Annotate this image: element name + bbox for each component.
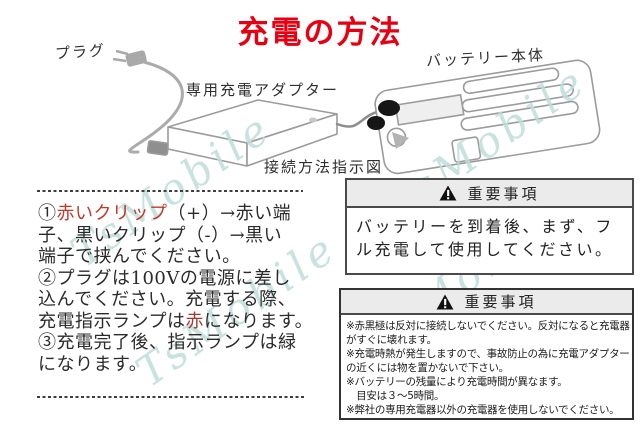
instruction-line: になります。 bbox=[38, 353, 148, 375]
instruction-line: 込んでください。充電する際、 bbox=[38, 289, 297, 310]
important-notice-box-secondary: 重要事項 ※赤黒極は反対に接続しないでください。反対になると充電器 がすぐに壊れ… bbox=[339, 288, 634, 420]
battery-clips bbox=[367, 100, 409, 149]
notice-header-label: 重要事項 bbox=[464, 293, 537, 311]
dashed-divider-bottom bbox=[37, 396, 305, 398]
warning-triangle-icon bbox=[437, 293, 454, 310]
adapter-illustration bbox=[146, 99, 338, 167]
instruction-line: ③充電完了後、指示ランプは緑 bbox=[38, 332, 297, 353]
notice-body: ※赤黒極は反対に接続しないでください。反対になると充電器 がすぐに壊れます。 ※… bbox=[346, 320, 630, 416]
instruction-line: ②プラグは100Vの電源に差し bbox=[38, 267, 291, 289]
notice-body: バッテリーを到着後、まず、フ ル充電して使用してください。 bbox=[356, 217, 614, 259]
dashed-divider-top bbox=[37, 190, 303, 192]
warning-triangle-icon bbox=[440, 185, 457, 201]
plug-label: プラグ bbox=[54, 41, 107, 63]
red-lamp-highlight: 赤 bbox=[185, 310, 204, 332]
important-notice-box-primary: 重要事項 バッテリーを到着後、まず、フ ル充電して使用してください。 bbox=[345, 178, 634, 275]
charging-diagram-illustration bbox=[112, 49, 601, 175]
instruction-line: 充電指示ランプは赤になります。 bbox=[38, 310, 314, 332]
adapter-label: 専用充電アダプター bbox=[186, 81, 340, 99]
page-title: 充電の方法 bbox=[237, 15, 403, 51]
notice-header-label: 重要事項 bbox=[467, 184, 540, 203]
instruction-line: ①赤いクリップ（+）→赤い端 bbox=[38, 203, 292, 224]
battery-illustration bbox=[374, 59, 601, 175]
red-clip-highlight: 赤いクリップ bbox=[56, 203, 168, 224]
connection-diagram-label: 接続方法指示図 bbox=[264, 158, 384, 176]
instruction-line: 端子で挟んでください。 bbox=[38, 246, 241, 267]
instruction-line: 子、黒いクリップ（-）→黒い bbox=[38, 224, 283, 246]
green-lamp-text: 緑 bbox=[277, 332, 297, 353]
notice-header: 重要事項 bbox=[347, 180, 632, 208]
plug-icon bbox=[112, 49, 147, 67]
notice-header: 重要事項 bbox=[341, 290, 632, 315]
instruction-text: ①赤いクリップ（+）→赤い端 子、黒いクリップ（-）→黒い 端子で挟んでください… bbox=[38, 203, 323, 375]
plug-cable bbox=[128, 60, 184, 154]
